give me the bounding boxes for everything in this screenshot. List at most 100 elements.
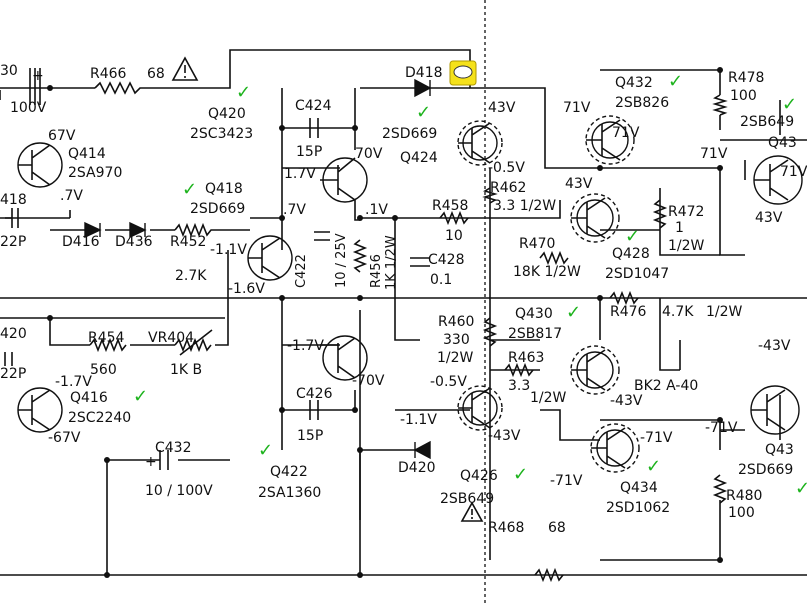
label: R470 <box>519 236 555 252</box>
label: 2.7K <box>175 268 207 284</box>
label: R458 <box>432 198 468 214</box>
label: Q428 <box>612 246 650 262</box>
label: 4.7K <box>662 304 694 320</box>
label: -1.7V <box>287 338 324 354</box>
label: 1K B <box>170 362 202 378</box>
resistor-r478 <box>712 94 728 116</box>
label: Q43 <box>768 135 797 151</box>
labels: 30 + 100V R466 68 D418 Q420 2SC3423 C424… <box>0 63 807 536</box>
checkmarks: ✓ ✓ ✓ ✓ ✓ ✓ ✓ ✓ ✓ ✓ ✓ ✓ <box>133 71 807 499</box>
capacitor-c432 <box>159 450 169 470</box>
transistor-q426 <box>457 385 503 431</box>
label: R454 <box>88 330 125 346</box>
transistor-q432 <box>585 115 635 165</box>
capacitor-c428 <box>410 257 430 267</box>
resistor-r480 <box>712 474 728 504</box>
wires <box>0 49 807 576</box>
label: 15P <box>296 144 322 160</box>
label: D416 <box>62 234 100 250</box>
label: Q418 <box>205 181 243 197</box>
label: 2SA970 <box>68 165 122 181</box>
label: Q434 <box>620 480 658 496</box>
label: 100 <box>728 505 755 521</box>
label: 2SB649 <box>740 114 794 130</box>
label: 2SB649 <box>440 491 494 507</box>
comment-icon[interactable] <box>449 60 477 86</box>
checkmark-icon: ✓ <box>133 386 148 407</box>
label: 2SB826 <box>615 95 669 111</box>
capacitor-c418 <box>5 208 19 228</box>
label: Q420 <box>208 106 246 122</box>
resistor-r470 <box>539 250 569 266</box>
label: 100 <box>730 88 757 104</box>
warning-icon <box>171 56 199 81</box>
label: 1/2W <box>668 238 705 254</box>
label: Q43 <box>765 442 794 458</box>
label: BK2 A-40 <box>634 378 698 394</box>
label: R476 <box>610 304 647 320</box>
checkmark-icon: ✓ <box>258 440 273 461</box>
label: Q424 <box>400 150 438 166</box>
label: 71V <box>612 125 640 141</box>
label: -70V <box>352 373 385 389</box>
label: 2SC2240 <box>68 410 131 426</box>
resistor-r466 <box>94 81 150 95</box>
checkmark-icon: ✓ <box>236 82 251 103</box>
resistor-r468 <box>534 567 564 583</box>
resistors <box>89 81 728 583</box>
label: C424 <box>295 98 332 114</box>
capacitor-c420 <box>4 352 13 366</box>
resistor-r456 <box>352 239 368 273</box>
label: Q416 <box>70 390 108 406</box>
label: 43V <box>755 210 783 226</box>
label: R452 <box>170 234 206 250</box>
label: -0.5V <box>430 374 467 390</box>
label: 43V <box>488 100 516 116</box>
transistor-q428 <box>570 193 620 243</box>
resistor-vr404 <box>174 329 213 356</box>
label: -1.6V <box>228 281 265 297</box>
label: 71V <box>563 100 591 116</box>
label: R480 <box>726 488 762 504</box>
label: Q430 <box>515 306 553 322</box>
checkmark-icon: ✓ <box>566 302 581 323</box>
resistor-r460 <box>482 317 498 347</box>
label: 43V <box>565 176 593 192</box>
diode-d420 <box>413 440 431 460</box>
transistor-q436 <box>753 155 803 205</box>
label: 71V <box>700 146 728 162</box>
label: 2SC3423 <box>190 126 253 142</box>
label: 68 <box>147 66 165 82</box>
resistor-r454 <box>89 337 127 353</box>
checkmark-icon: ✓ <box>782 94 797 115</box>
transistor-q438 <box>750 385 800 435</box>
transistor-q434 <box>590 423 640 473</box>
label: -1.1V <box>400 412 437 428</box>
label: 22P <box>0 234 26 250</box>
label: 560 <box>90 362 117 378</box>
label: 2SD669 <box>382 126 437 142</box>
capacitors <box>4 68 430 470</box>
label: .7V <box>283 202 306 218</box>
label: 1K 1/2W <box>384 235 399 290</box>
label: .1V <box>365 202 388 218</box>
label: 2SD669 <box>738 462 793 478</box>
label: 1/2W <box>706 304 743 320</box>
resistor-r472 <box>652 199 668 229</box>
label: 330 <box>443 332 470 348</box>
label: 67V <box>48 128 76 144</box>
label: D420 <box>398 460 436 476</box>
checkmark-icon: ✓ <box>646 456 661 477</box>
label: .7V <box>60 188 83 204</box>
label: R456 <box>369 254 384 288</box>
warning-icon <box>460 501 484 522</box>
label: 100V <box>10 100 47 116</box>
label: 15P <box>297 428 323 444</box>
checkmark-icon: ✓ <box>182 179 197 200</box>
capacitor-c422 <box>314 231 330 241</box>
label: R462 <box>490 180 526 196</box>
label: 1.7V <box>284 166 316 182</box>
label: 1/2W <box>437 350 474 366</box>
